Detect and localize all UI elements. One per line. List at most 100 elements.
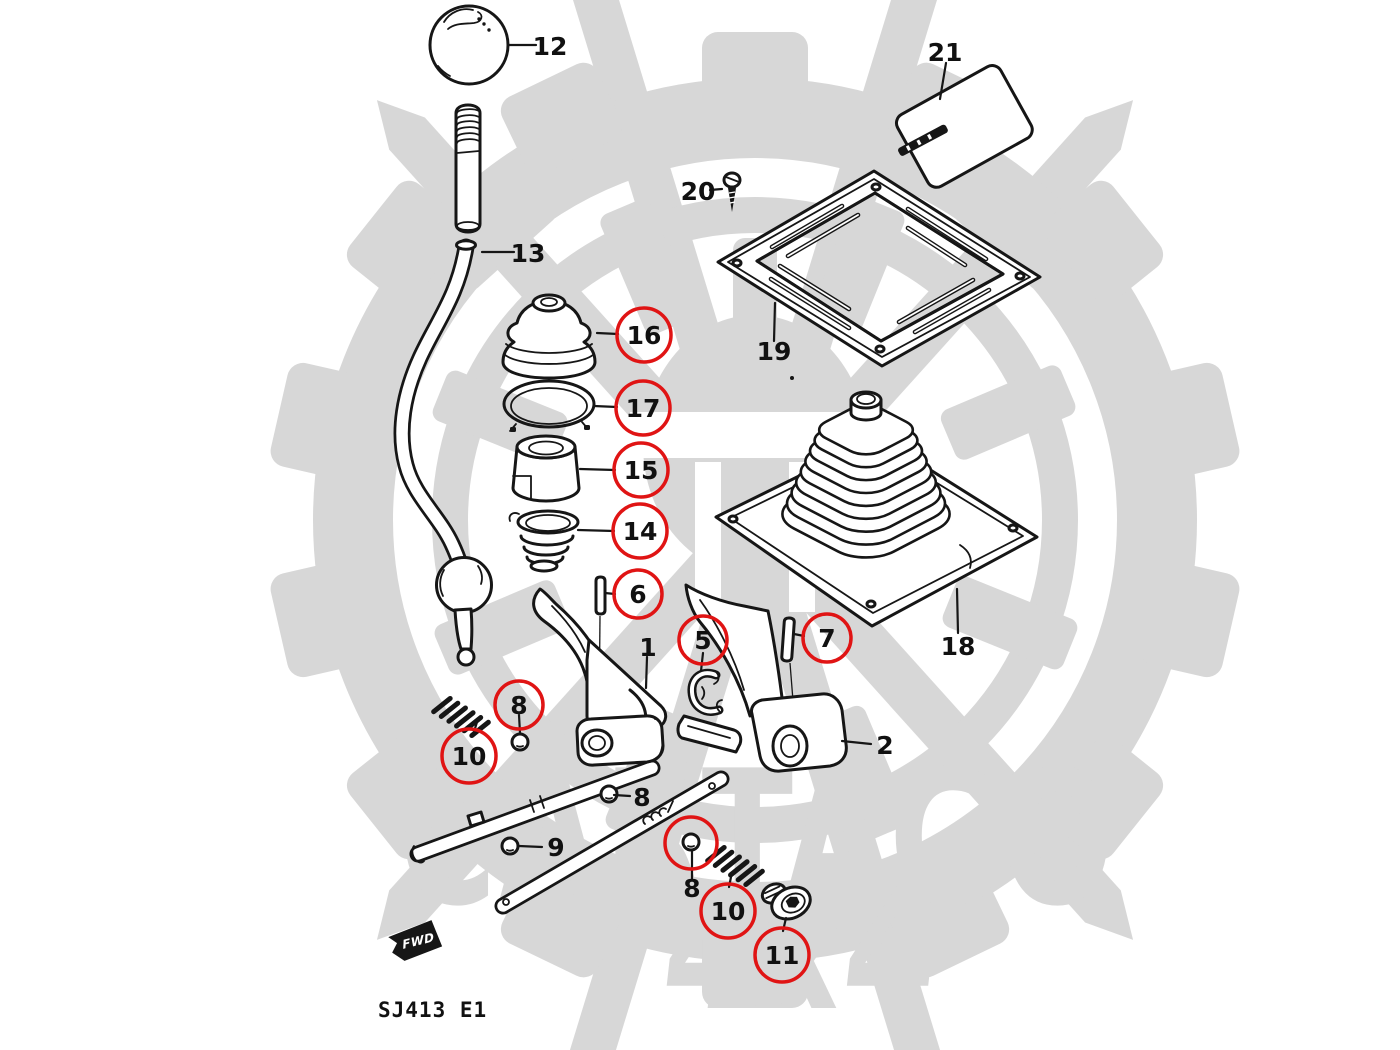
highlight-circle[interactable] xyxy=(611,502,669,560)
part-16-lever-cap xyxy=(501,293,597,380)
callout-5[interactable]: 5 xyxy=(677,614,729,673)
part-number: 11 xyxy=(765,941,800,970)
callout-13: 13 xyxy=(480,239,546,268)
highlight-circle[interactable] xyxy=(614,379,672,437)
gear-tooth xyxy=(346,180,466,304)
leader-line xyxy=(772,301,777,343)
part-8-ball xyxy=(599,784,619,804)
part-12-shift-knob xyxy=(428,4,510,86)
gear-tooth xyxy=(346,736,466,860)
callout-21: 21 xyxy=(928,38,963,101)
gear-tooth xyxy=(270,362,370,479)
gear-tooth xyxy=(1044,180,1164,304)
callout-12: 12 xyxy=(507,32,568,61)
callout-16[interactable]: 16 xyxy=(595,306,673,364)
gear-tooth xyxy=(702,32,808,116)
part-number: 18 xyxy=(941,632,976,661)
leader-line xyxy=(595,331,620,336)
part-10-spring xyxy=(431,695,491,739)
callout-17[interactable]: 17 xyxy=(592,379,672,437)
part-8-ball xyxy=(681,832,701,852)
part-number: 1 xyxy=(639,633,656,662)
gear-spoke xyxy=(942,576,1078,670)
part-number: 9 xyxy=(547,833,564,862)
watermark-text-line2: 4x4 xyxy=(654,853,950,1049)
callout-8[interactable]: 8 xyxy=(493,679,545,735)
leader-line xyxy=(955,587,960,635)
gear-watermark xyxy=(270,32,1240,1009)
leader-line xyxy=(938,61,948,101)
callout-9: 9 xyxy=(517,833,565,862)
gear-spoke xyxy=(940,365,1076,460)
part-number: 10 xyxy=(711,897,746,926)
boot-pleats xyxy=(766,401,966,566)
part-21-label-card xyxy=(894,64,1034,189)
part-number: 17 xyxy=(626,394,661,423)
highlight-circle[interactable] xyxy=(440,727,498,785)
part-number: 5 xyxy=(694,626,711,655)
highlight-circle[interactable] xyxy=(493,679,545,731)
part-19-console-plate xyxy=(716,169,1042,380)
lever-ball-joint xyxy=(435,556,493,614)
drawing-code: SJ413 E1 xyxy=(378,998,488,1022)
gear-tooth xyxy=(1140,561,1240,678)
leader-line xyxy=(576,528,616,533)
leader-line xyxy=(708,187,724,192)
part-number: 6 xyxy=(629,580,646,609)
gear-tooth xyxy=(1140,362,1240,479)
highlight-circle[interactable] xyxy=(663,815,719,871)
part-number: 10 xyxy=(452,742,487,771)
callout-11[interactable]: 11 xyxy=(753,916,811,984)
part-number: 7 xyxy=(818,624,835,653)
part-5-clip xyxy=(687,668,724,716)
highlight-circle[interactable] xyxy=(615,306,673,364)
part-number: 14 xyxy=(623,517,658,546)
leader-line xyxy=(517,844,544,849)
highlight-circle[interactable] xyxy=(801,612,853,664)
part-number: 13 xyxy=(511,239,546,268)
callout-2: 2 xyxy=(840,731,894,760)
part-number: 2 xyxy=(876,731,893,760)
callout-15[interactable]: 15 xyxy=(578,441,670,499)
part-number: 8 xyxy=(683,874,700,903)
part-2-shift-fork xyxy=(676,583,848,773)
highlight-circle[interactable] xyxy=(753,926,811,984)
part-number: 16 xyxy=(627,321,662,350)
leader-line xyxy=(840,739,873,746)
callout-10[interactable]: 10 xyxy=(440,720,498,785)
part-18-boot xyxy=(714,390,1039,628)
callout-14[interactable]: 14 xyxy=(576,502,669,560)
part-4-shift-rail xyxy=(494,770,730,915)
callout-10[interactable]: 10 xyxy=(699,875,757,940)
boot-pleat xyxy=(810,401,922,459)
gear-tooth xyxy=(887,866,1010,978)
highlight-circle[interactable] xyxy=(699,882,757,940)
callout-6[interactable]: 6 xyxy=(603,568,664,620)
highlight-circle[interactable] xyxy=(612,441,670,499)
part-14-seat-cone xyxy=(508,509,580,573)
part-number: 12 xyxy=(533,32,568,61)
part-17-ring xyxy=(502,379,596,432)
part-1-shift-fork xyxy=(532,587,668,767)
callout-18: 18 xyxy=(941,587,976,661)
gear-tooth xyxy=(270,561,370,678)
part-9-ball xyxy=(500,836,520,856)
callout-1: 1 xyxy=(639,633,657,690)
part-number: 21 xyxy=(928,38,963,67)
callout-8: 8 xyxy=(683,849,701,903)
callout-7[interactable]: 7 xyxy=(792,612,853,664)
highlight-circle[interactable] xyxy=(612,568,664,620)
part-number: 15 xyxy=(624,456,659,485)
part-15-guide-case xyxy=(511,434,581,503)
card-text-blob xyxy=(898,124,948,156)
part-11-plug xyxy=(760,882,812,921)
part-3-shift-rail xyxy=(409,759,661,864)
gear-tooth xyxy=(702,923,809,1009)
part-number: 20 xyxy=(681,177,716,206)
highlight-circle[interactable] xyxy=(677,614,729,666)
boot-top-cap xyxy=(849,390,883,422)
gear-spoke xyxy=(600,199,695,335)
